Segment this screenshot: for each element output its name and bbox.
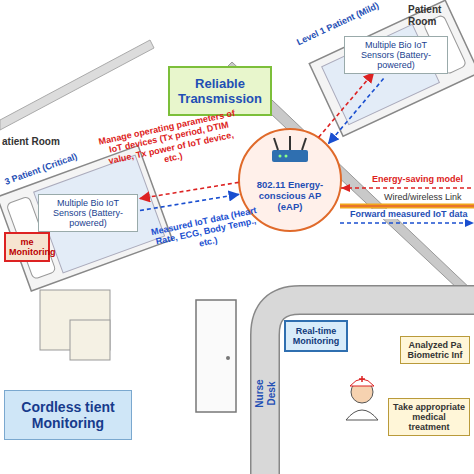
node-text: Multiple Bio IoT Sensors (Battery-powere… [42,198,134,228]
nurse-desk [265,300,474,474]
monitor-box: me Monitoring [4,232,50,262]
desk-label: Nurse Desk [254,368,277,420]
wall [0,40,154,130]
node-text: Reliable Transmission [174,76,266,106]
link-label: Wired/wireless Link [384,192,472,202]
arrowhead [465,219,474,227]
forward-line [340,222,466,224]
wired-link-core [340,206,474,207]
sensor-label-box: Multiple Bio IoT Sensors (Battery-powere… [38,194,138,232]
monitor-box: Real-time Monitoring [284,320,348,352]
sensor-label-box: Multiple Bio IoT Sensors (Battery-powere… [344,36,448,74]
edge-label: Measured IoT data (Heart Rate, ECG, Body… [148,205,264,259]
arrowhead [341,184,350,192]
node-text: 802.11 Energy-conscious AP (eAP) [248,179,332,212]
wired-link [340,204,474,209]
room-label: Patient Room [408,4,472,27]
link-label: Energy-saving model [372,174,472,184]
room-label: atient Room [2,136,82,148]
bed [0,146,172,291]
connector [319,73,374,138]
node-text: me Monitoring [9,237,45,257]
nurse-icon [346,376,378,420]
cordless-box: Cordless tient Monitoring [4,390,132,440]
door [196,300,236,412]
router-icon [272,136,308,162]
transmission-box: Reliable Transmission [168,66,272,116]
door-knob [226,356,230,360]
energy-model-line [341,187,474,189]
bedside-table [70,320,110,360]
link-label: Forward measured IoT data [350,209,470,219]
connector [140,194,239,210]
node-text: Take appropriate medical treatment [392,402,466,432]
nurse-desk [265,300,474,474]
node-text: Real-time Monitoring [290,326,342,346]
connector [329,79,384,144]
treatment-box: Take appropriate medical treatment [388,398,470,436]
info-box: Analyzed Pa Biometric Inf [400,336,470,364]
node-text: Cordless tient Monitoring [9,399,127,431]
edge-label: Manage operating parameters of IoT devic… [97,108,243,178]
node-text: Analyzed Pa Biometric Inf [404,340,466,360]
node-text: Multiple Bio IoT Sensors (Battery-powere… [348,40,444,70]
